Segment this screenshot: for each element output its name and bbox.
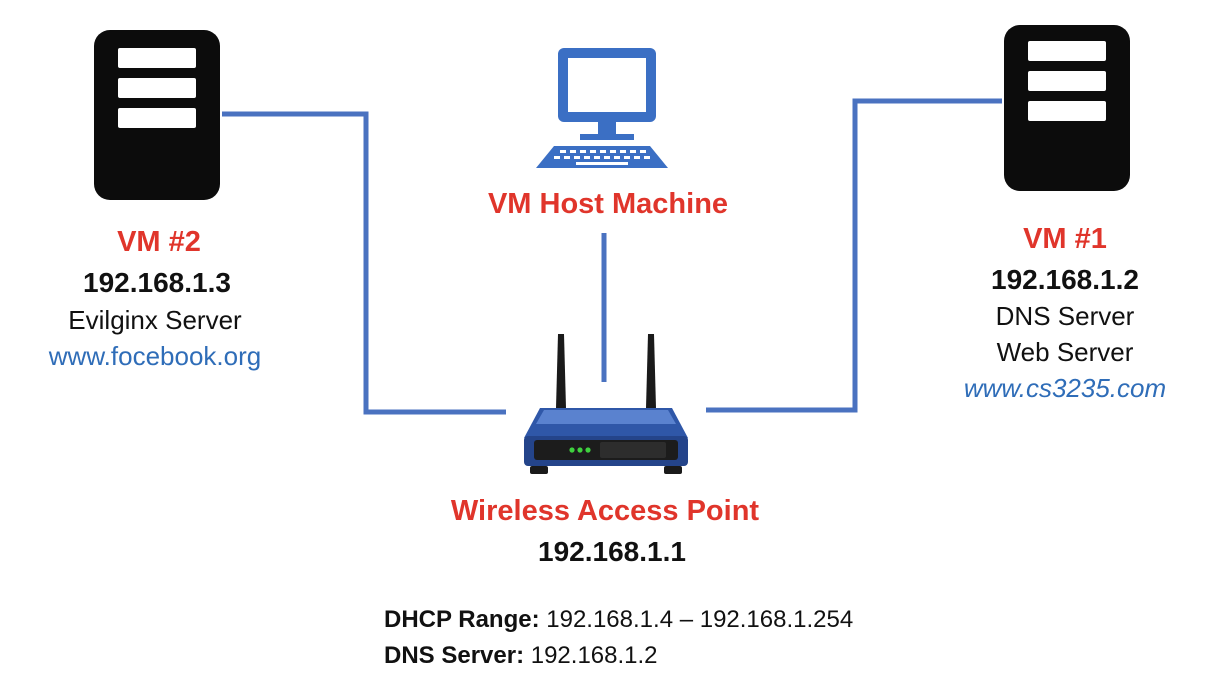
link-vm1-to-ap <box>706 98 1002 413</box>
dhcp-range-value: 192.168.1.4 – 192.168.1.254 <box>546 606 854 633</box>
dhcp-range-label: DHCP Range: <box>384 606 540 633</box>
server-icon <box>1004 25 1130 191</box>
dns-server-value: 192.168.1.2 <box>530 642 658 669</box>
wireless-router-icon <box>524 334 688 474</box>
vm1-role-dns: DNS Server <box>995 301 1135 331</box>
dhcp-range-line: DHCP Range: 192.168.1.4 – 192.168.1.254 <box>384 602 853 638</box>
computer-icon <box>536 48 668 168</box>
vm2-role: Evilginx Server <box>68 305 242 335</box>
dns-server-line: DNS Server: 192.168.1.2 <box>384 638 853 674</box>
vm1-name: VM #1 <box>1023 223 1107 255</box>
vm2-name: VM #2 <box>117 226 201 258</box>
network-config: DHCP Range: 192.168.1.4 – 192.168.1.254 … <box>384 602 853 674</box>
ap-name: Wireless Access Point <box>450 495 760 527</box>
vm1-ip: 192.168.1.2 <box>991 264 1139 295</box>
vm1-domain: www.cs3235.com <box>963 373 1167 403</box>
vm2-ip: 192.168.1.3 <box>83 267 231 298</box>
vm2-domain: www.focebook.org <box>48 341 262 371</box>
host-name: VM Host Machine <box>487 188 729 220</box>
server-icon <box>94 30 220 200</box>
vm1-role-web: Web Server <box>996 337 1134 367</box>
link-vm2-to-ap <box>222 111 506 415</box>
dns-server-label: DNS Server: <box>384 642 525 669</box>
ap-ip: 192.168.1.1 <box>538 536 686 567</box>
